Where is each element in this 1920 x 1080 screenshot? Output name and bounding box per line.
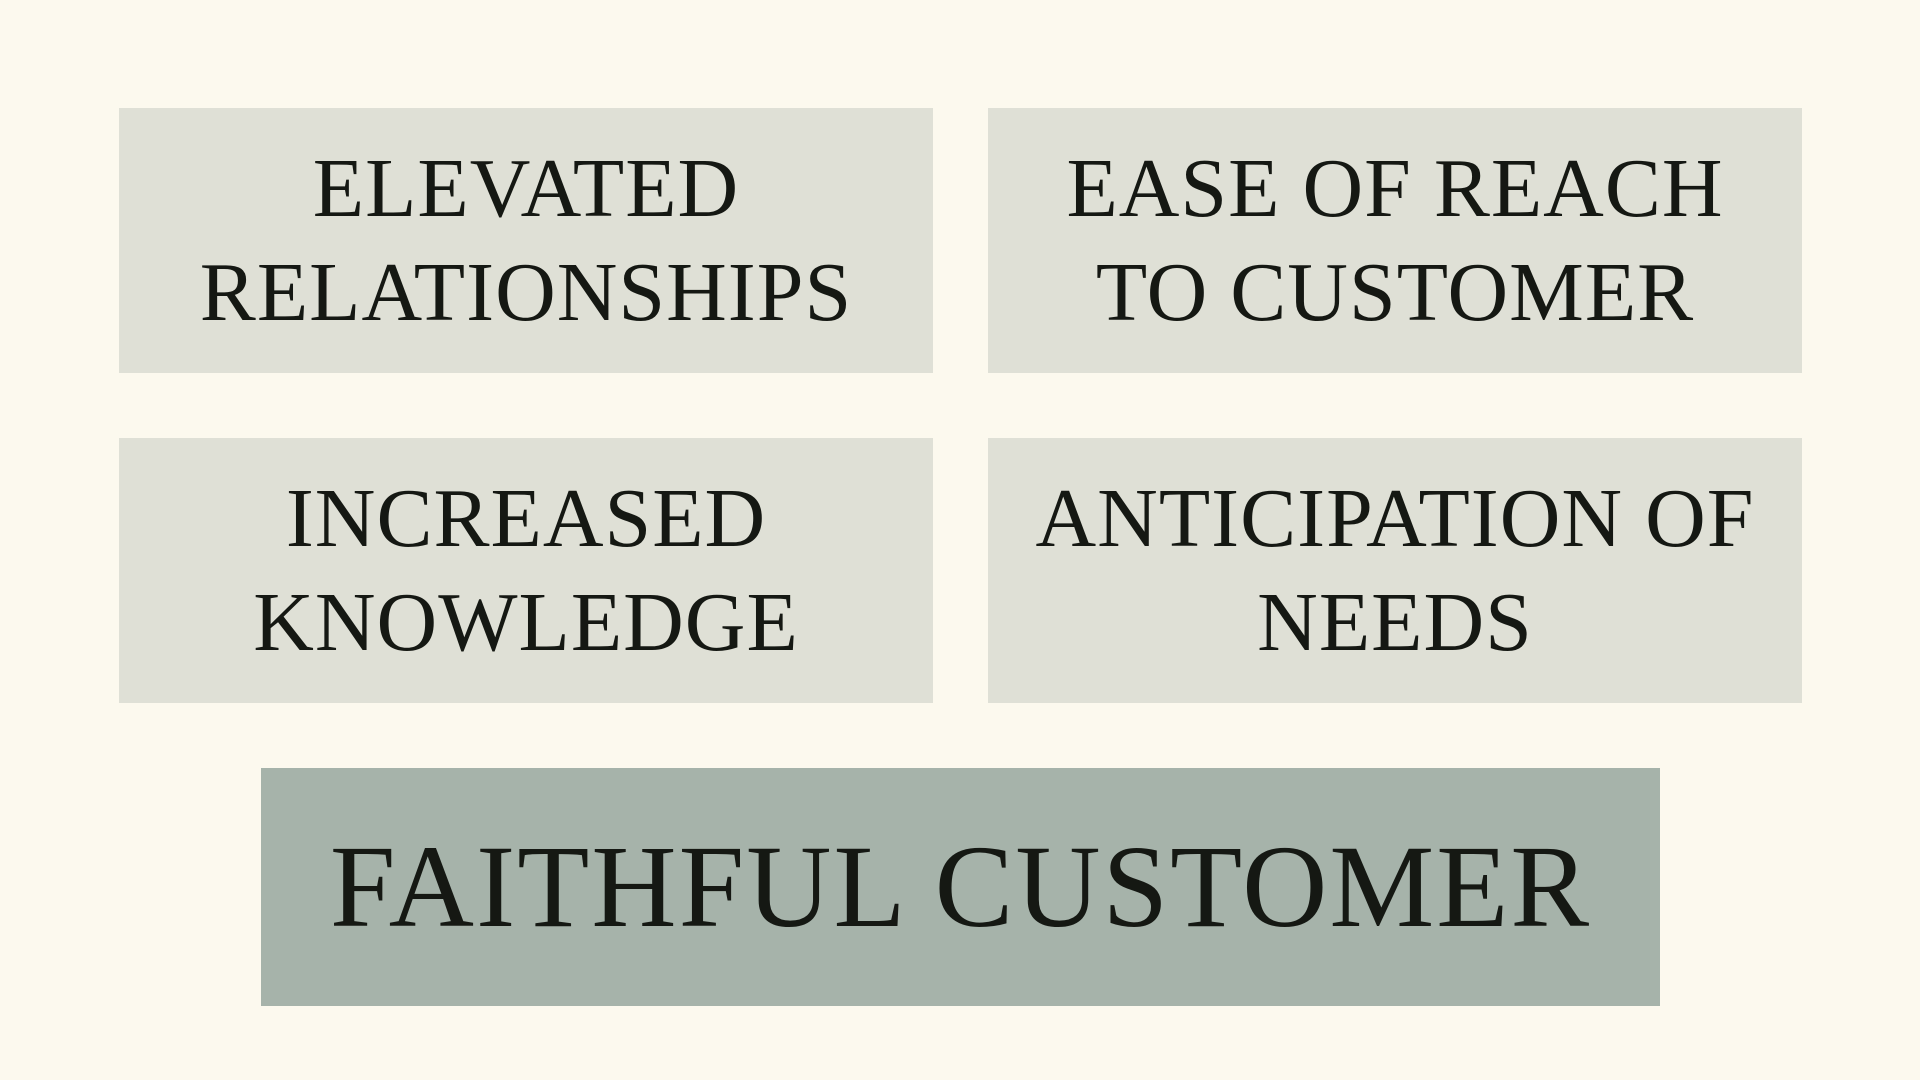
result-label: FAITHFUL CUSTOMER <box>329 821 1592 952</box>
factor-label: EASE OF REACH TO CUSTOMER <box>1066 141 1724 339</box>
factor-label: INCREASED KNOWLEDGE <box>253 471 799 669</box>
factor-label: ELEVATED RELATIONSHIPS <box>199 141 853 339</box>
factor-box-increased-knowledge: INCREASED KNOWLEDGE <box>119 438 933 703</box>
factor-box-ease-of-reach: EASE OF REACH TO CUSTOMER <box>988 108 1802 373</box>
result-box-faithful-customer: FAITHFUL CUSTOMER <box>261 768 1660 1006</box>
factor-label: ANTICIPATION OF NEEDS <box>1035 471 1755 669</box>
factor-box-anticipation-of-needs: ANTICIPATION OF NEEDS <box>988 438 1802 703</box>
factor-box-elevated-relationships: ELEVATED RELATIONSHIPS <box>119 108 933 373</box>
